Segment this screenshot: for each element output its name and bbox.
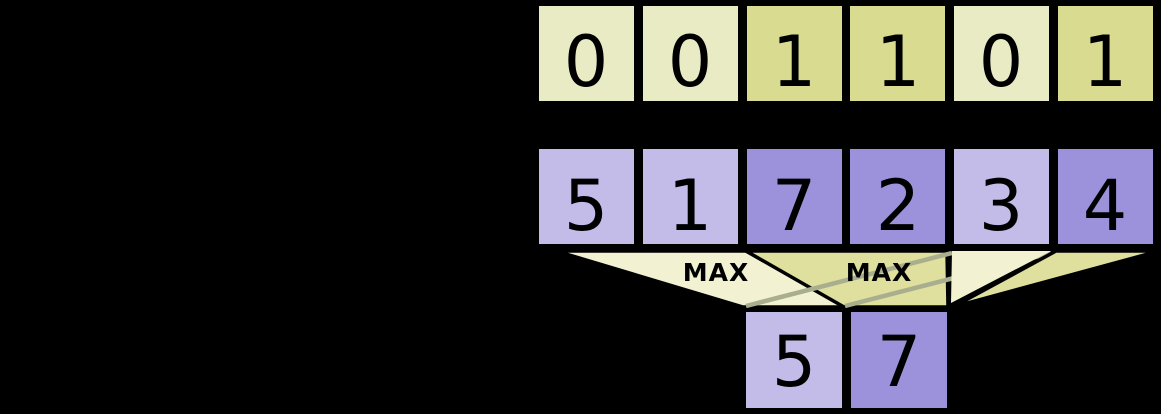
max-label-left: MAX [683,258,750,287]
value-cell [846,145,949,248]
value-digit: 7 [772,165,817,247]
result-digit: 5 [772,321,817,403]
value-digit: 2 [876,165,921,247]
max-label-right: MAX [846,258,913,287]
mask-cell [1054,2,1157,105]
result-row: 5 7 [742,308,951,412]
value-digit: 3 [979,165,1024,247]
mask-bit: 0 [979,21,1024,103]
funnel-unmasked-cell4-wedge [951,251,1051,303]
mask-row: 0 0 1 1 0 1 [535,2,1157,105]
mask-bit: 1 [876,21,921,103]
funnel-masked-cell5-band [952,249,1160,309]
value-digit: 5 [564,165,609,247]
mask-bit: 0 [668,21,713,103]
mask-cell [535,2,638,105]
value-digit: 1 [668,165,713,247]
result-digit: 7 [877,321,922,403]
value-cell [1054,145,1157,248]
mask-cell [846,2,949,105]
mask-cell [639,2,742,105]
funnel-crossing-edge [745,250,953,309]
value-cell [535,145,638,248]
result-cell [847,308,951,412]
value-digit: 4 [1083,165,1128,247]
value-cell [743,145,846,248]
value-cell [950,145,1053,248]
reduction-funnels: MAX MAX [555,249,1160,309]
value-row: 5 1 7 2 3 4 [535,145,1157,248]
mask-bit: 1 [772,21,817,103]
mask-bit: 1 [1083,21,1128,103]
mask-cell [950,2,1053,105]
mask-bit: 0 [564,21,609,103]
result-cell [742,308,846,412]
mask-cell [743,2,846,105]
value-cell [639,145,742,248]
